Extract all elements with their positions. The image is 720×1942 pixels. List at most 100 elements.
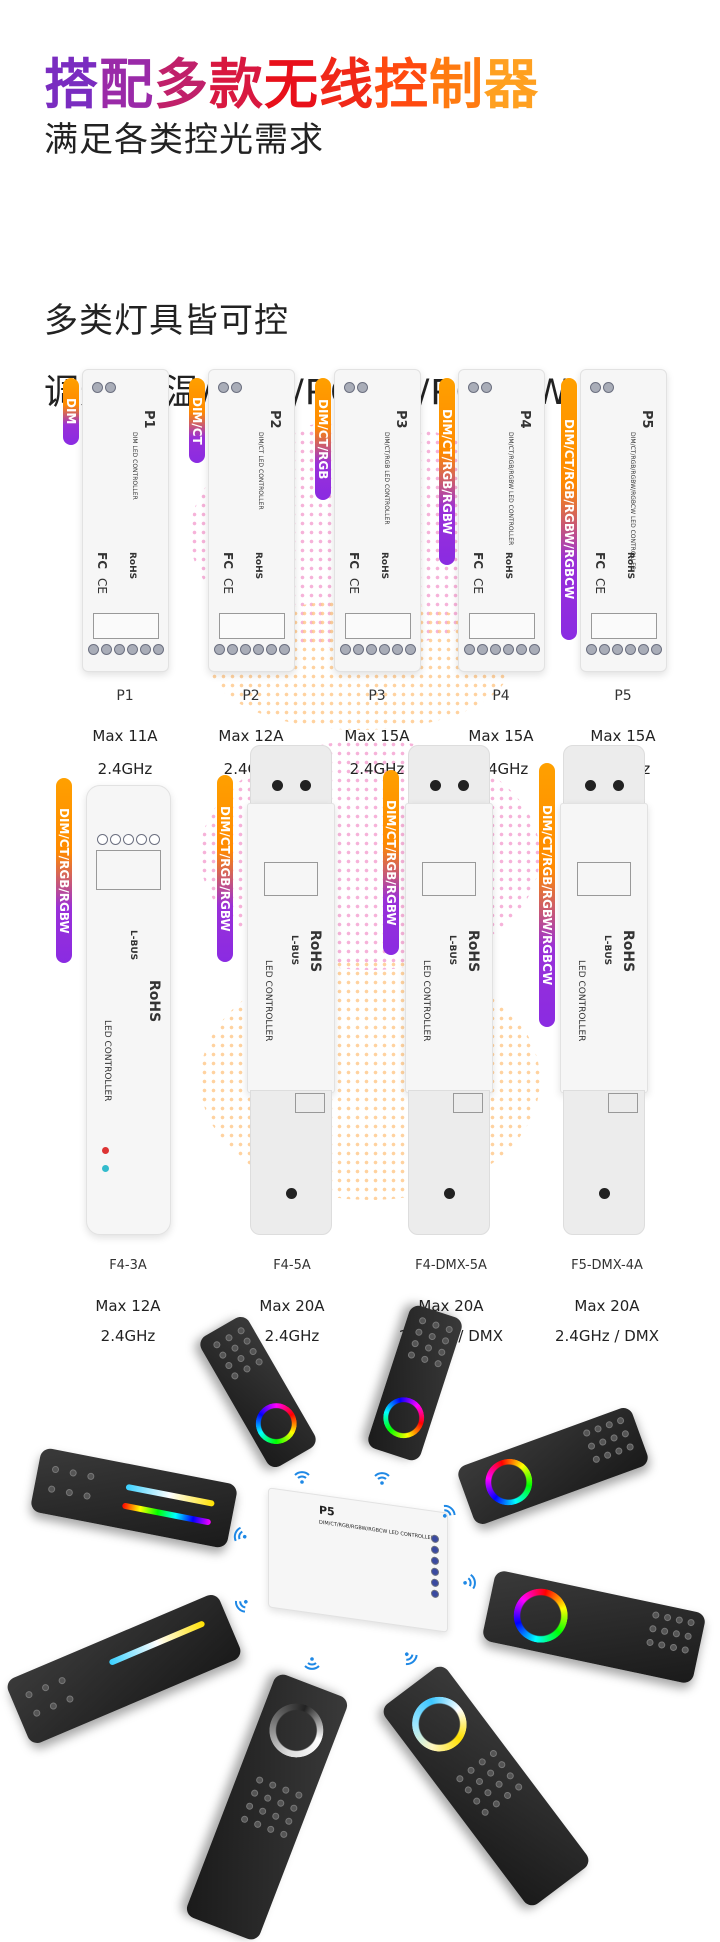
remote-button	[657, 1640, 666, 1650]
device-model: P3	[393, 410, 408, 429]
model-label: F4-5A	[273, 1258, 311, 1273]
remote-button	[672, 1629, 681, 1638]
wireless-signal-icon	[303, 1655, 321, 1673]
device-print: DIM/CT/RGB/RGBW LED CONTROLLER	[507, 432, 514, 546]
rohs-mark: RoHS	[307, 930, 323, 973]
remote-button	[593, 1424, 603, 1434]
remote-button	[65, 1488, 74, 1497]
output-terminals	[463, 640, 541, 659]
remote-button	[603, 1450, 613, 1460]
remote-control	[379, 1662, 593, 1910]
remote-button	[271, 1811, 281, 1821]
remote-button	[24, 1689, 34, 1699]
remote-button	[496, 1759, 507, 1770]
capability-tag: DIM	[63, 378, 79, 445]
rohs-mark: RoHS	[146, 980, 162, 1023]
device-print: DIM/CT/RGB/RGBW/RGBCW LED CONTROLLER	[629, 432, 636, 571]
input-terminals	[343, 378, 369, 397]
color-wheel	[377, 1391, 430, 1444]
mounting-bracket	[563, 745, 645, 805]
rohs-mark: RoHS	[127, 552, 137, 580]
output-label-block	[577, 862, 631, 896]
remote-button	[284, 1816, 294, 1826]
color-wheel	[401, 1685, 478, 1763]
output-terminals	[213, 640, 291, 659]
touch-slider	[125, 1483, 216, 1507]
max-current: Max 20A	[259, 1297, 325, 1315]
model-label: F4-3A	[109, 1258, 147, 1273]
remote-button	[86, 1472, 95, 1481]
remote-button	[268, 1780, 278, 1790]
feature-line-1: 多类灯具皆可控	[44, 301, 289, 341]
model-label: F4-DMX-5A	[415, 1258, 487, 1273]
color-wheel	[261, 1695, 332, 1766]
model-label: P2	[242, 688, 260, 704]
model-label: P1	[116, 688, 134, 704]
power-terminal-block	[608, 1093, 638, 1113]
screw-icon	[272, 780, 283, 791]
wireless-signal-icon	[435, 1499, 460, 1524]
remote-button	[212, 1339, 222, 1350]
remote-button	[604, 1420, 614, 1430]
max-current: Max 20A	[418, 1297, 484, 1315]
remote-control	[184, 1671, 350, 1942]
remote-button	[651, 1610, 660, 1620]
screw-icon	[430, 780, 441, 791]
wireless-signal-icon	[229, 1592, 254, 1617]
remote-control	[481, 1569, 707, 1685]
max-current: Max 15A	[344, 727, 410, 745]
remote-button	[258, 1806, 268, 1816]
remote-button	[686, 1618, 696, 1627]
rohs-mark: RoHS	[379, 552, 389, 580]
remote-button	[669, 1643, 678, 1652]
remote-button	[471, 1796, 482, 1807]
remote-button	[616, 1416, 626, 1426]
output-label-block	[264, 862, 318, 896]
output-label-block	[469, 613, 535, 639]
remote-button	[485, 1768, 496, 1778]
device-model: P2	[267, 410, 282, 429]
remote-button	[441, 1336, 450, 1346]
remote-button	[236, 1353, 246, 1364]
remote-button	[488, 1748, 499, 1759]
screw-icon	[444, 1188, 455, 1199]
remote-button	[254, 1357, 264, 1367]
remote-button	[250, 1788, 260, 1798]
remote-button	[427, 1332, 437, 1341]
lbus-mark: L-BUS	[602, 935, 612, 966]
rohs-mark: RoHS	[625, 552, 635, 580]
remote-button	[294, 1790, 304, 1800]
lbus-mark: L-BUS	[289, 935, 299, 966]
remote-button	[463, 1785, 474, 1795]
remote-button	[51, 1465, 60, 1474]
remote-button	[431, 1320, 441, 1330]
status-led	[102, 1165, 109, 1172]
remote-button	[230, 1343, 240, 1353]
remote-button	[276, 1798, 286, 1808]
remote-button	[483, 1787, 493, 1798]
model-label: F5-DMX-4A	[571, 1258, 643, 1273]
remote-button	[245, 1801, 255, 1811]
remote-button	[466, 1765, 476, 1776]
output-terminals	[339, 640, 417, 659]
screw-icon	[300, 780, 311, 791]
input-terminals	[467, 378, 493, 397]
remote-button	[675, 1615, 684, 1625]
power-terminal-block	[453, 1093, 483, 1113]
power-terminal-block	[295, 1093, 325, 1113]
device-print: LED CONTROLLER	[102, 1020, 112, 1102]
touch-slider	[107, 1620, 206, 1667]
remote-button	[224, 1360, 234, 1371]
output-terminals	[87, 640, 165, 659]
remote-button	[474, 1776, 485, 1787]
capability-tag: DIM/CT	[189, 378, 205, 463]
fc-mark: FC	[221, 552, 235, 570]
color-wheel	[248, 1395, 305, 1452]
controller-device	[405, 803, 493, 1093]
rohs-mark: RoHS	[465, 930, 481, 973]
remote-button	[242, 1364, 252, 1374]
ce-mark: CE	[95, 578, 109, 594]
fc-mark: FC	[95, 552, 109, 570]
remote-button	[255, 1775, 265, 1785]
